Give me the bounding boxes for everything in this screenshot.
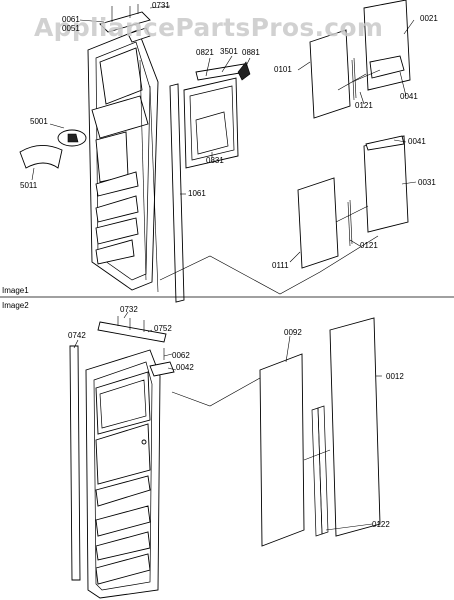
part-label-0831: 0831	[206, 156, 224, 165]
dispenser-cover	[183, 61, 251, 169]
door-assembly-upper	[87, 29, 159, 293]
part-label-0041-upper: 0041	[400, 92, 418, 101]
panel-lower	[297, 135, 409, 269]
part-label-5011: 5011	[20, 181, 38, 190]
leader-lines-upper	[31, 5, 417, 295]
watermark-text: AppliancePartsPros.com	[34, 13, 383, 42]
panel-upper	[309, 0, 411, 119]
leader-lines-lower	[73, 311, 382, 531]
part-label-5001: 5001	[30, 117, 48, 126]
part-label-0031: 0031	[418, 178, 436, 187]
side-strip	[69, 345, 81, 581]
door-assembly-lower	[85, 349, 161, 599]
part-label-0042: 0042	[176, 363, 194, 372]
part-label-0012: 0012	[386, 372, 404, 381]
door-gasket-strip	[169, 83, 185, 303]
part-label-0821: 0821	[196, 48, 214, 57]
part-label-3501: 3501	[220, 47, 238, 56]
part-label-0092: 0092	[284, 328, 302, 337]
part-label-0101: 0101	[274, 65, 292, 74]
part-label-0062: 0062	[172, 351, 190, 360]
part-label-0752: 0752	[154, 324, 172, 333]
part-label-1061: 1061	[188, 189, 206, 198]
section-label-image1: Image1	[2, 286, 29, 295]
panel-bottom	[259, 317, 381, 547]
part-label-0732: 0732	[120, 305, 138, 314]
part-label-0111: 0111	[272, 261, 289, 270]
part-label-0742: 0742	[68, 331, 86, 340]
part-label-0881: 0881	[242, 48, 260, 57]
part-label-0122: 0122	[372, 520, 390, 529]
part-label-0051: 0051	[62, 24, 80, 33]
top-cap-parts	[99, 4, 151, 43]
ice-chute-parts	[19, 129, 87, 169]
part-label-0061: 0061	[62, 15, 80, 24]
part-label-0121-upper: 0121	[355, 101, 373, 110]
part-label-0041-lower: 0041	[408, 137, 426, 146]
part-label-0731: 0731	[152, 1, 170, 10]
part-label-0021: 0021	[420, 14, 438, 23]
top-trim-parts	[97, 316, 175, 377]
part-label-0121-lower: 0121	[360, 241, 378, 250]
section-label-image2: Image2	[2, 301, 29, 310]
